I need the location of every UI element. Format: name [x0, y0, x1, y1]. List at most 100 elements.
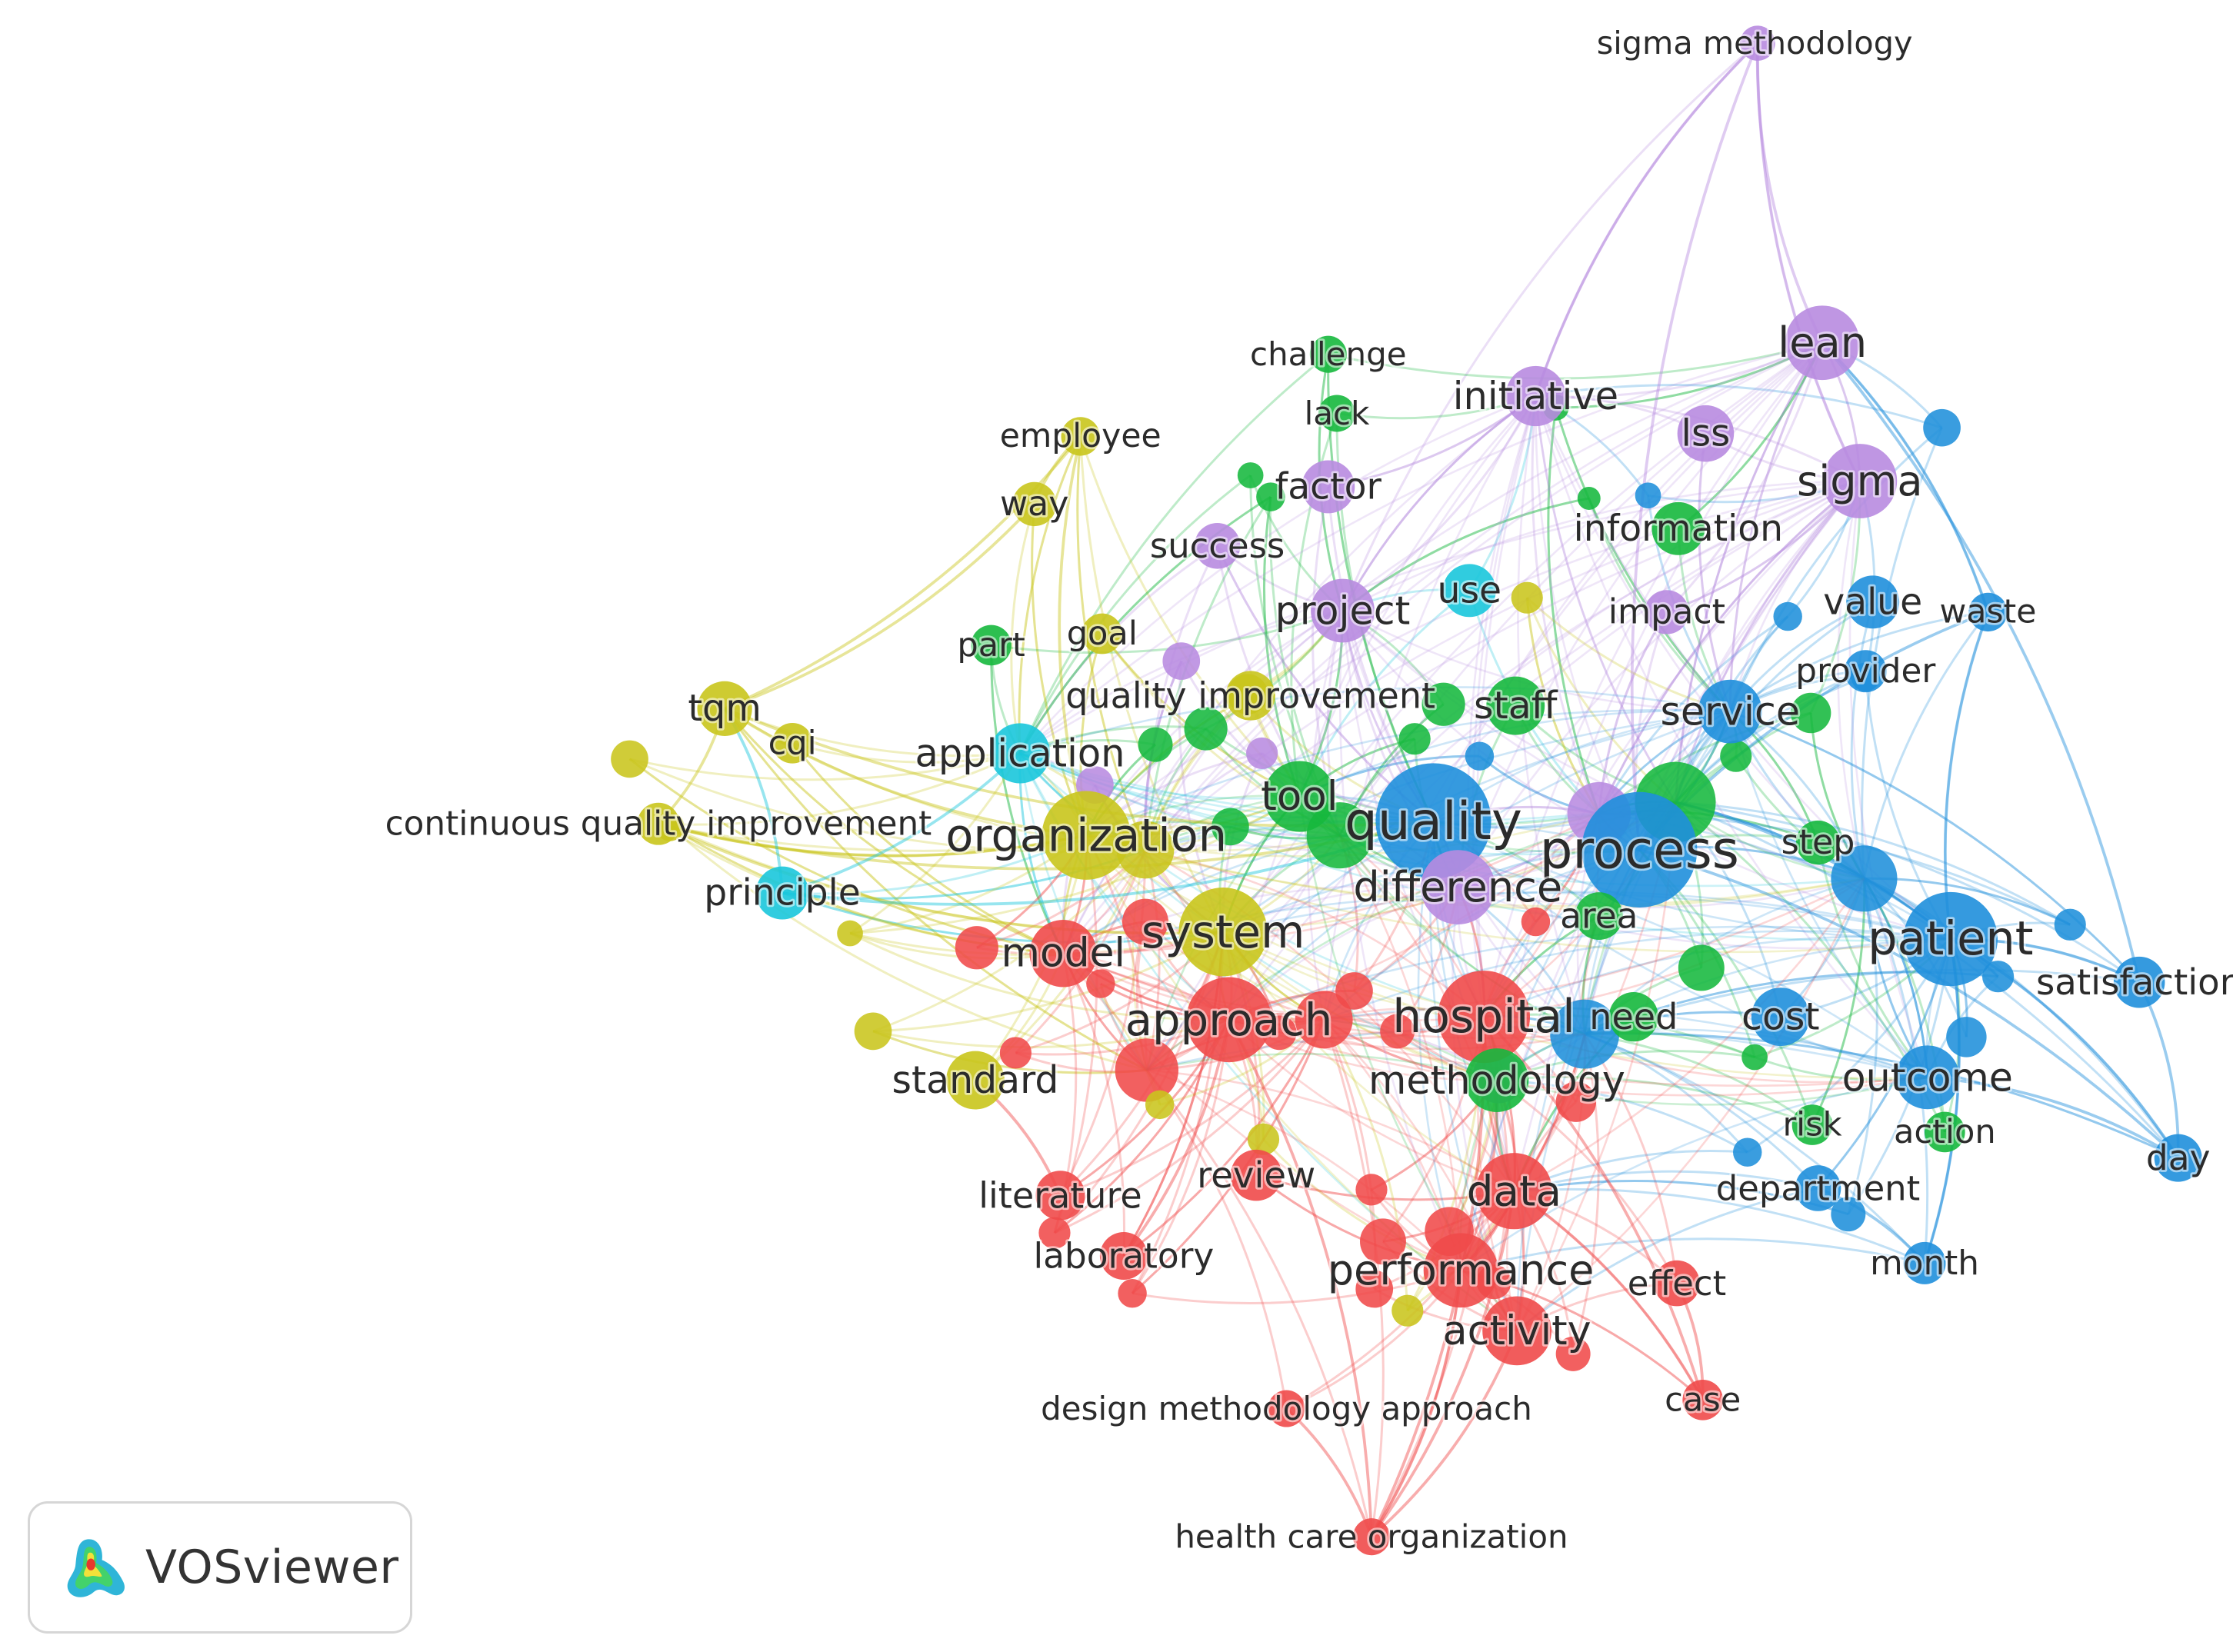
network-node-dot[interactable]	[1116, 821, 1175, 879]
network-node-dot[interactable]	[1720, 740, 1752, 772]
network-node[interactable]	[1311, 578, 1375, 643]
network-node-dot[interactable]	[1237, 462, 1264, 488]
network-node-dot[interactable]	[1981, 961, 2015, 993]
network-node[interactable]	[1505, 365, 1566, 427]
network-node[interactable]	[637, 802, 680, 845]
network-node[interactable]	[2154, 1134, 2202, 1182]
network-node[interactable]	[1486, 676, 1545, 735]
network-node-dot[interactable]	[955, 926, 998, 970]
network-node[interactable]	[1677, 405, 1735, 462]
network-node[interactable]	[2113, 956, 2165, 1008]
network-node-dot[interactable]	[1678, 944, 1725, 991]
network-node[interactable]	[1420, 850, 1495, 924]
network-node[interactable]	[1795, 1165, 1841, 1211]
network-node[interactable]	[1082, 613, 1123, 654]
network-node[interactable]	[1751, 988, 1810, 1047]
network-node[interactable]	[1575, 892, 1623, 941]
network-node-dot[interactable]	[1555, 1336, 1591, 1371]
network-node[interactable]	[1301, 460, 1355, 514]
network-node-dot[interactable]	[1741, 1044, 1768, 1071]
network-node[interactable]	[772, 722, 813, 764]
network-node-dot[interactable]	[1790, 692, 1831, 734]
network-node-dot[interactable]	[1635, 482, 1661, 509]
network-node[interactable]	[1375, 763, 1491, 879]
network-node[interactable]	[946, 1051, 1005, 1110]
network-node-dot[interactable]	[1184, 707, 1228, 751]
network-node-dot[interactable]	[1555, 1081, 1597, 1122]
network-node[interactable]	[1225, 671, 1275, 721]
network-node[interactable]	[1194, 522, 1241, 569]
network-node[interactable]	[1924, 1111, 1965, 1153]
network-node[interactable]	[1903, 891, 1998, 987]
network-node[interactable]	[1682, 1379, 1724, 1421]
network-node[interactable]	[1645, 590, 1689, 634]
network-node-dot[interactable]	[1211, 808, 1249, 846]
network-node-dot[interactable]	[1773, 601, 1802, 631]
network-node-dot[interactable]	[1162, 642, 1201, 680]
network-node-dot[interactable]	[1511, 581, 1543, 614]
network-node[interactable]	[1318, 395, 1356, 432]
network-node-dot[interactable]	[837, 920, 863, 947]
network-node[interactable]	[1844, 650, 1887, 693]
network-node[interactable]	[1029, 919, 1097, 988]
network-node[interactable]	[971, 624, 1012, 666]
network-node[interactable]	[1968, 592, 2008, 632]
network-node-dot[interactable]	[1115, 1038, 1179, 1102]
network-node-dot[interactable]	[1121, 898, 1168, 945]
network-node[interactable]	[1740, 25, 1775, 62]
network-node[interactable]	[1608, 991, 1658, 1042]
network-node-dot[interactable]	[999, 1037, 1032, 1069]
network-node-dot[interactable]	[1391, 1294, 1424, 1327]
network-node-dot[interactable]	[1138, 727, 1173, 762]
network-node[interactable]	[1186, 977, 1271, 1063]
network-node[interactable]	[1822, 444, 1898, 518]
network-node[interactable]	[1846, 575, 1900, 629]
network-node[interactable]	[989, 723, 1051, 784]
network-node-dot[interactable]	[1398, 723, 1431, 755]
network-node[interactable]	[1309, 335, 1347, 373]
network-node-dot[interactable]	[1295, 991, 1353, 1049]
network-node-dot[interactable]	[1831, 845, 1898, 912]
network-node[interactable]	[1895, 1045, 1960, 1110]
network-node-dot[interactable]	[1359, 1218, 1406, 1265]
network-node[interactable]	[1785, 305, 1860, 381]
network-node-dot[interactable]	[1923, 408, 1961, 447]
network-node[interactable]	[1651, 501, 1705, 555]
network-node-dot[interactable]	[1380, 1014, 1415, 1049]
network-node-dot[interactable]	[1733, 1137, 1762, 1167]
network-node[interactable]	[1475, 1153, 1552, 1230]
network-node[interactable]	[1042, 791, 1131, 880]
network-node[interactable]	[1423, 1233, 1498, 1308]
network-node[interactable]	[1791, 1104, 1833, 1145]
network-node-dot[interactable]	[1577, 486, 1601, 510]
network-node[interactable]	[1654, 1260, 1700, 1307]
network-node[interactable]	[1352, 1518, 1390, 1556]
network-node-dot[interactable]	[1038, 1217, 1071, 1249]
network-node-dot[interactable]	[1465, 741, 1495, 771]
network-node-dot[interactable]	[1145, 1090, 1175, 1120]
network-node[interactable]	[1061, 417, 1100, 456]
network-node[interactable]	[1268, 1390, 1305, 1427]
network-node-dot[interactable]	[1086, 969, 1115, 998]
network-node-dot[interactable]	[1247, 1123, 1280, 1155]
network-node[interactable]	[697, 681, 752, 736]
network-node-dot[interactable]	[1946, 1017, 1987, 1057]
network-node-dot[interactable]	[1550, 999, 1620, 1069]
network-node[interactable]	[1465, 1048, 1529, 1112]
network-node-dot[interactable]	[1118, 1278, 1147, 1308]
network-node-dot[interactable]	[2054, 908, 2086, 941]
network-node-dot[interactable]	[1246, 737, 1278, 770]
network-node[interactable]	[1698, 679, 1762, 744]
network-node[interactable]	[1482, 1296, 1552, 1366]
network-node-dot[interactable]	[1521, 907, 1551, 937]
network-node-dot[interactable]	[611, 740, 648, 778]
network-node[interactable]	[1178, 887, 1268, 977]
network-node-dot[interactable]	[1355, 1174, 1388, 1206]
network-node-dot[interactable]	[1256, 482, 1285, 511]
network-node[interactable]	[1442, 564, 1496, 618]
network-node[interactable]	[1035, 1171, 1085, 1221]
network-node[interactable]	[1264, 761, 1335, 832]
network-node-dot[interactable]	[1421, 682, 1465, 726]
network-node[interactable]	[1581, 791, 1698, 908]
network-node[interactable]	[1903, 1241, 1946, 1284]
